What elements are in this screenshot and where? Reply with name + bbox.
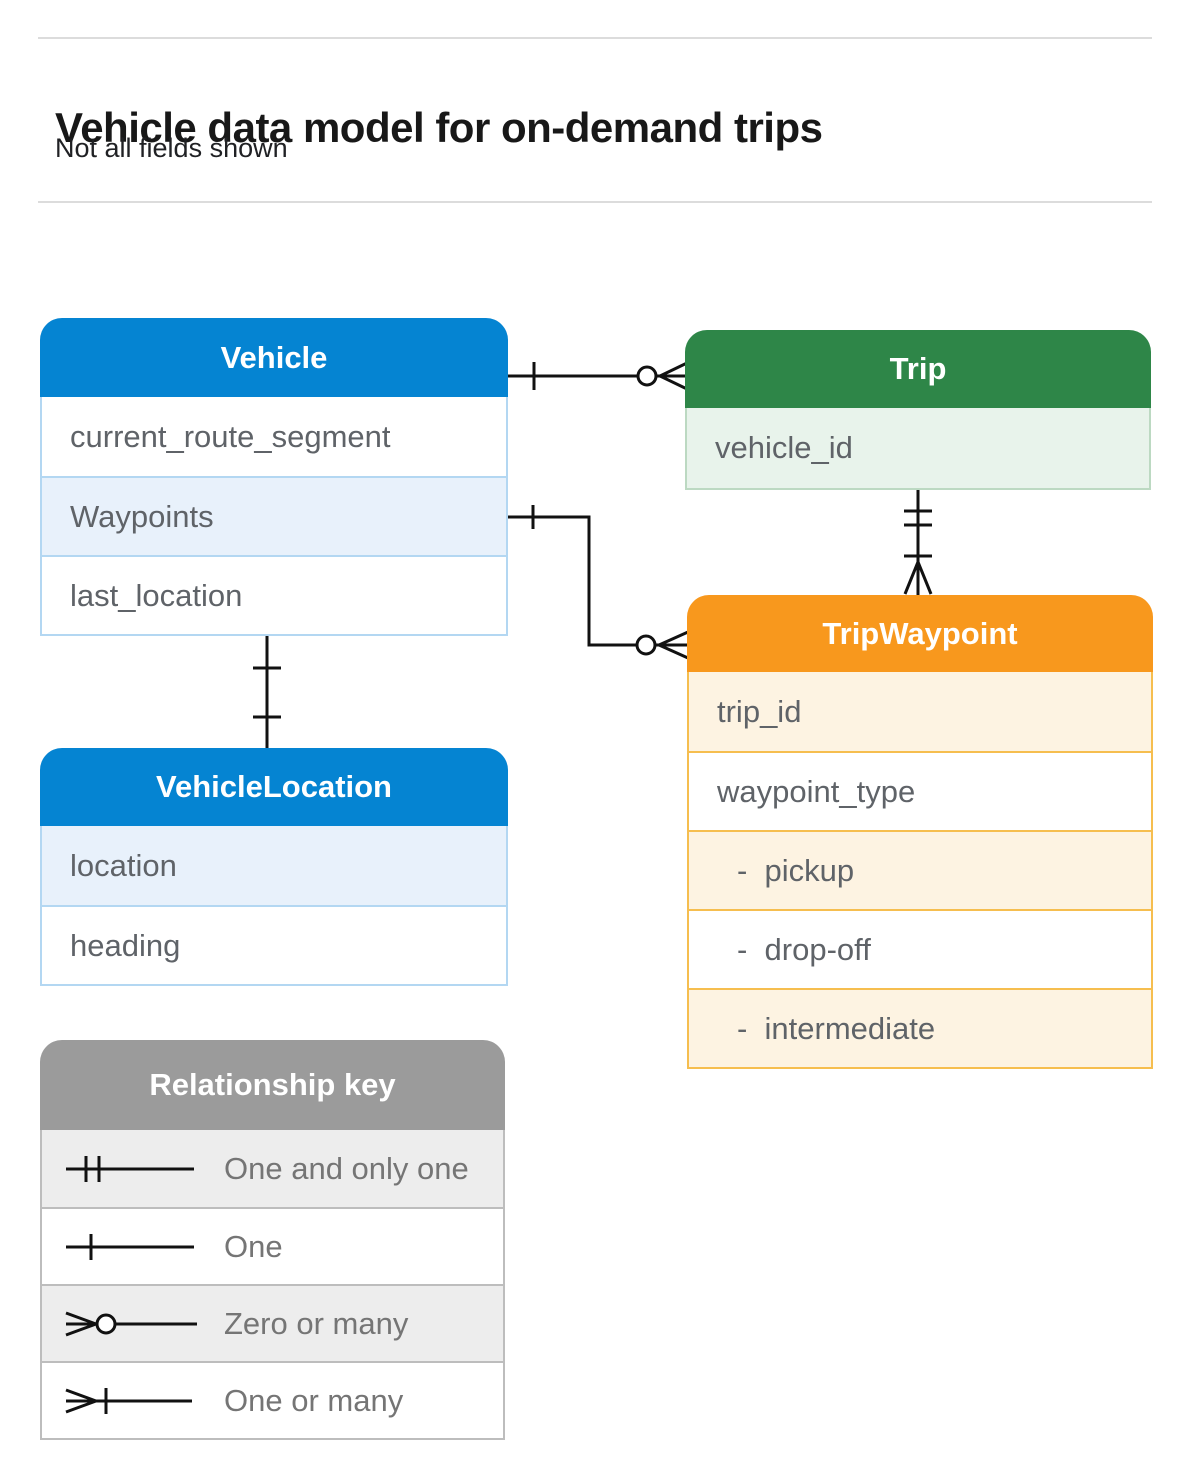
title-divider xyxy=(38,201,1152,203)
key-item-one-and-only-one: One and only one xyxy=(42,1130,503,1207)
field-waypoint-type-drop-off: - drop-off xyxy=(689,909,1151,988)
zero-or-many-icon xyxy=(65,1311,197,1336)
connector-vehicle-vehiclelocation xyxy=(253,635,281,748)
one-icon xyxy=(66,1233,194,1260)
page-subtitle: Not all fields shown xyxy=(55,133,288,163)
key-item-zero-or-many: Zero or many xyxy=(42,1284,503,1361)
field-waypoint-type-pickup: - pickup xyxy=(689,830,1151,909)
entity-vehicle-title: Vehicle xyxy=(40,318,508,397)
field-waypoints: Waypoints xyxy=(42,476,506,555)
entity-vehicle-location-title: VehicleLocation xyxy=(40,748,508,826)
key-item-one-or-many: One or many xyxy=(42,1361,503,1438)
one-or-many-icon xyxy=(65,1387,192,1414)
connector-waypoints-tripwaypoint xyxy=(508,505,689,660)
connector-vehicle-trip xyxy=(508,361,688,391)
field-waypoint-type: waypoint_type xyxy=(689,751,1151,830)
field-vehicle-id: vehicle_id xyxy=(687,408,1149,488)
one-and-only-one-icon xyxy=(66,1155,194,1182)
relationship-key: Relationship key One and only one One Ze… xyxy=(40,1040,505,1440)
entity-vehicle: Vehicle current_route_segment Waypoints … xyxy=(40,318,508,636)
entity-trip-title: Trip xyxy=(685,330,1151,408)
field-last-location: last_location xyxy=(42,555,506,634)
key-item-one: One xyxy=(42,1207,503,1284)
page-title: Vehicle data model for on-demand trips xyxy=(55,104,823,152)
entity-trip-waypoint: TripWaypoint trip_id waypoint_type - pic… xyxy=(687,595,1153,1069)
entity-trip-waypoint-title: TripWaypoint xyxy=(687,595,1153,672)
key-label: Zero or many xyxy=(224,1305,409,1341)
key-label: One xyxy=(224,1228,283,1264)
key-label: One and only one xyxy=(224,1150,469,1186)
field-location: location xyxy=(42,826,506,905)
entity-trip: Trip vehicle_id xyxy=(685,330,1151,490)
entity-vehicle-location: VehicleLocation location heading xyxy=(40,748,508,986)
top-divider xyxy=(38,37,1152,39)
field-trip-id: trip_id xyxy=(689,672,1151,751)
field-heading: heading xyxy=(42,905,506,984)
field-waypoint-type-intermediate: - intermediate xyxy=(689,988,1151,1067)
key-label: One or many xyxy=(224,1382,404,1418)
connector-trip-tripwaypoint xyxy=(903,490,933,595)
relationship-key-title: Relationship key xyxy=(40,1040,505,1130)
field-current-route-segment: current_route_segment xyxy=(70,418,391,454)
